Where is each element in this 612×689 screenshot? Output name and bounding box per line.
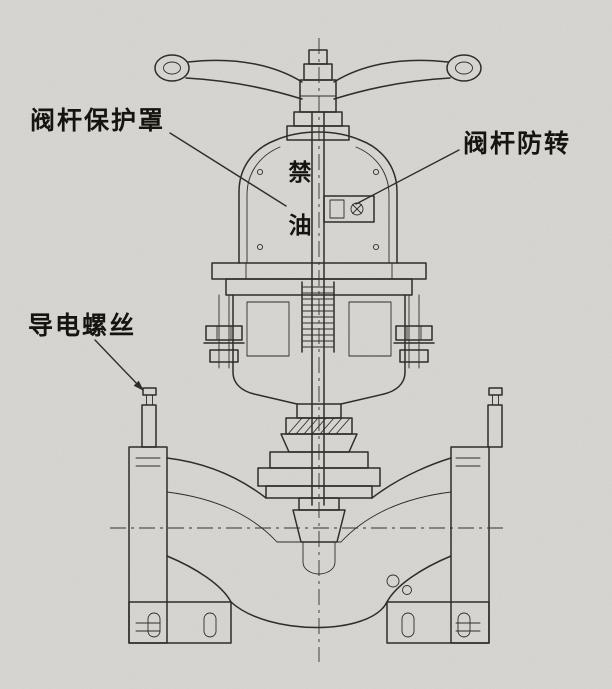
valve-stem [311, 111, 325, 506]
stem-protective-cover [238, 131, 398, 264]
label-stem-protective-cover: 阀杆保护罩 [30, 108, 166, 135]
yoke-bolt-right [393, 294, 435, 369]
leader-conductive-screw [94, 339, 141, 388]
leader-arrowhead [133, 380, 144, 391]
conductive-screws [141, 387, 503, 448]
cover-neck [286, 111, 350, 141]
valve-body [128, 446, 490, 644]
leader-stem-cover [169, 132, 287, 207]
stem-anti-rotation-device [323, 195, 375, 223]
leader-anti-rotation [355, 149, 460, 205]
label-stem-anti-rotation: 阀杆防转 [463, 131, 572, 158]
yoke-body [232, 294, 406, 405]
label-conductive-screw: 导电螺丝 [28, 313, 137, 340]
threaded-stem [301, 281, 335, 353]
label-no-oil-marking: 禁油 [285, 160, 310, 266]
yoke-bolt-left [203, 294, 245, 369]
body-feet [128, 601, 490, 644]
center-lines [110, 38, 506, 662]
leader-lines [94, 132, 460, 391]
